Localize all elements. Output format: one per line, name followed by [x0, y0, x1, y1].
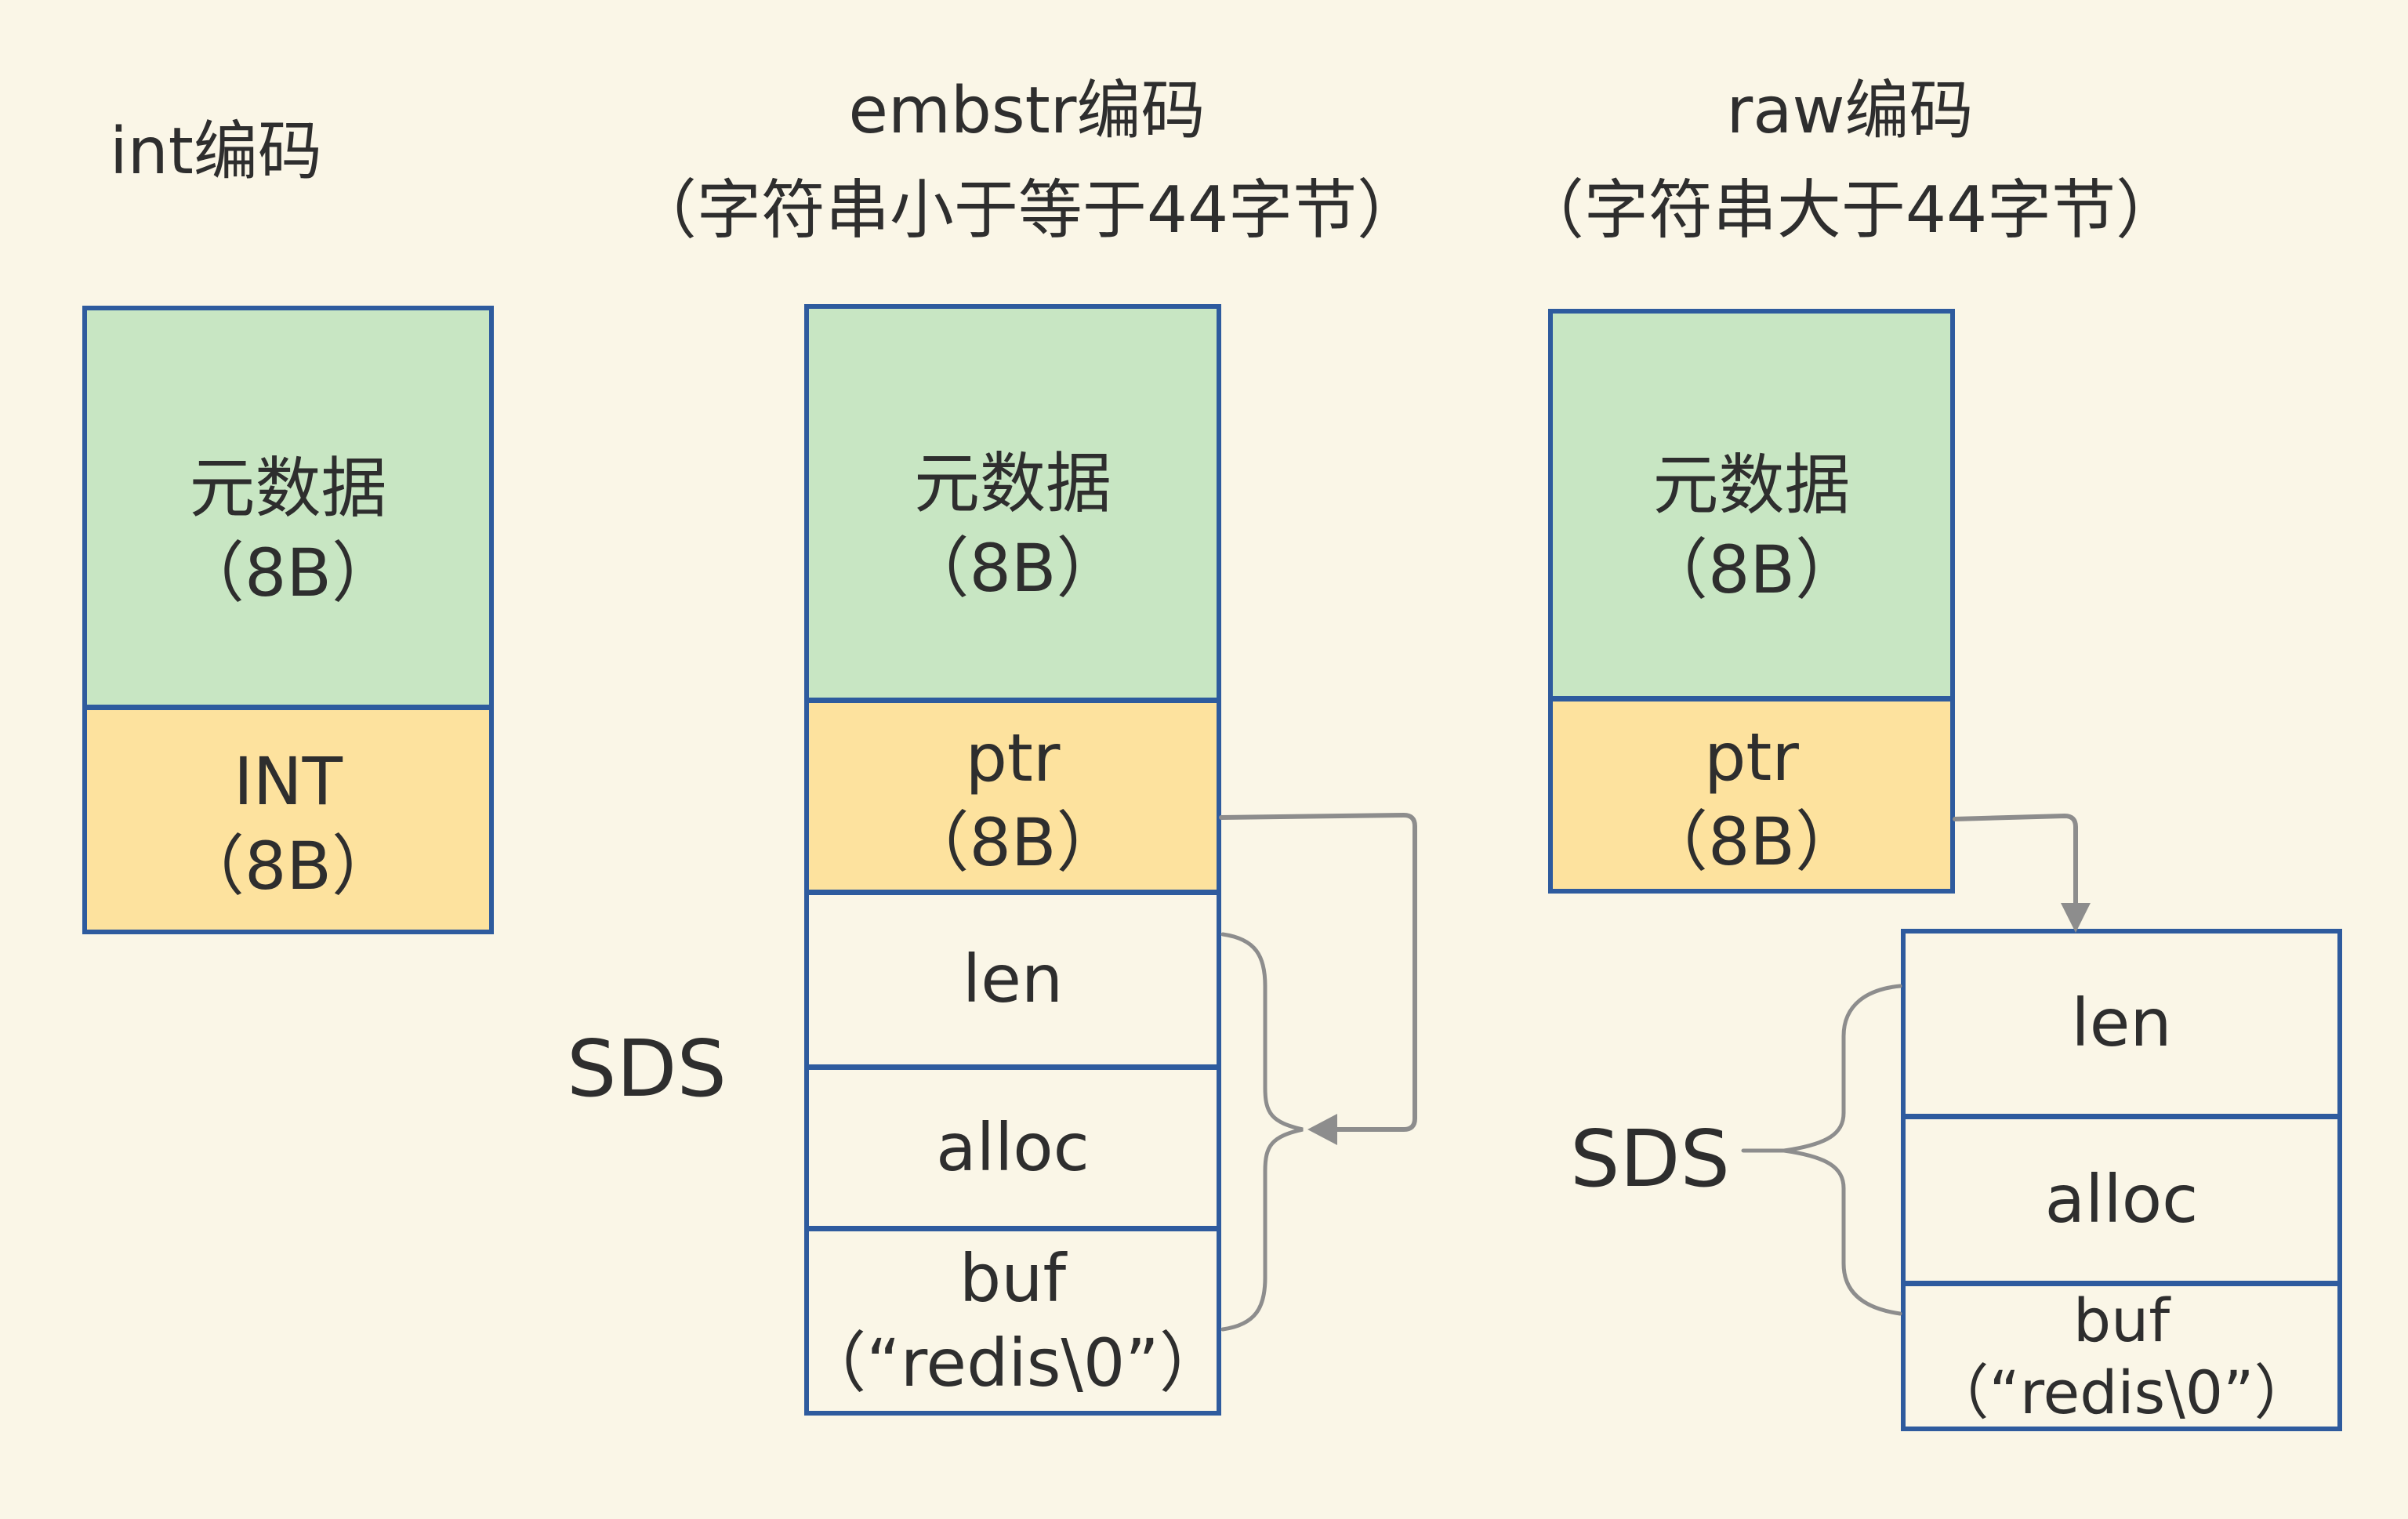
int-value-box: INT （8B） [82, 705, 494, 934]
raw-metadata-line1: 元数据 [1652, 447, 1851, 524]
embstr-buf-line2: （“redis\0”） [800, 1324, 1225, 1401]
raw-buf-line1: buf [2073, 1285, 2170, 1356]
int-metadata-line1: 元数据 [189, 449, 387, 527]
raw-ptr-box: ptr （8B） [1548, 697, 1955, 894]
embstr-len-box: len [804, 890, 1221, 1069]
int-metadata-line2: （8B） [178, 534, 398, 611]
raw-buf-line2: （“redis\0”） [1929, 1357, 2314, 1427]
raw-sds-label: SDS [1570, 1113, 1730, 1205]
raw-len-label: len [2071, 984, 2172, 1062]
raw-alloc-label: alloc [2044, 1161, 2199, 1238]
raw-metadata-box: 元数据 （8B） [1548, 309, 1955, 701]
embstr-buf-line1: buf [959, 1239, 1067, 1317]
title-int-encoding: int编码 [110, 114, 322, 189]
raw-ptr-arrow-line [1953, 813, 2078, 905]
embstr-sds-brace-icon [1220, 932, 1304, 1332]
int-value-line1: INT [234, 743, 343, 821]
embstr-metadata-line1: 元数据 [913, 445, 1112, 523]
embstr-ptr-box: ptr （8B） [804, 698, 1221, 894]
raw-ptr-line1: ptr [1704, 718, 1799, 796]
title-embstr-line1: embstr编码 [848, 74, 1206, 148]
embstr-metadata-line2: （8B） [903, 530, 1122, 607]
title-raw-encoding: raw编码 （字符串大于44字节） [1438, 61, 2261, 260]
raw-buf-box: buf （“redis\0”） [1901, 1282, 2342, 1431]
embstr-sds-label: SDS [567, 1023, 727, 1115]
embstr-ptr-arrow-line [1219, 812, 1417, 1132]
title-raw-line1: raw编码 [1726, 74, 1974, 148]
embstr-ptr-line2: （8B） [903, 804, 1122, 881]
embstr-alloc-box: alloc [804, 1065, 1221, 1231]
raw-alloc-box: alloc [1901, 1115, 2342, 1285]
int-value-line2: （8B） [178, 828, 398, 905]
embstr-alloc-label: alloc [936, 1108, 1090, 1186]
int-metadata-box: 元数据 （8B） [82, 306, 494, 709]
raw-metadata-line2: （8B） [1641, 531, 1862, 608]
raw-ptr-line2: （8B） [1641, 803, 1862, 880]
raw-len-box: len [1901, 929, 2342, 1118]
embstr-arrowhead-left-icon [1307, 1114, 1337, 1145]
title-raw-line2: （字符串大于44字节） [1519, 173, 2181, 248]
embstr-metadata-box: 元数据 （8B） [804, 304, 1221, 702]
embstr-buf-box: buf （“redis\0”） [800, 1227, 1225, 1416]
embstr-ptr-line1: ptr [965, 720, 1061, 797]
title-embstr-encoding: embstr编码 （字符串小于等于44字节） [557, 61, 1497, 260]
raw-sds-brace-icon [1741, 984, 1902, 1316]
title-embstr-line2: （字符串小于等于44字节） [632, 173, 1422, 248]
embstr-len-label: len [962, 941, 1064, 1018]
